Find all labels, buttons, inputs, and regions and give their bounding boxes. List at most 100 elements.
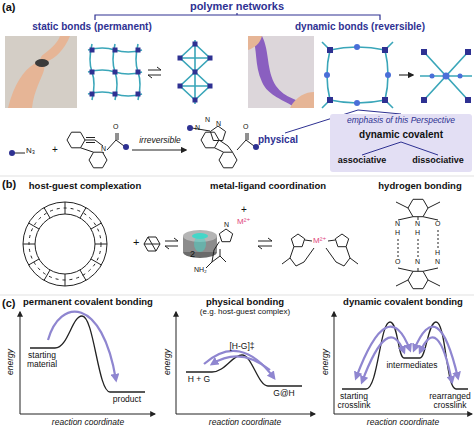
- level-label: G@H: [273, 389, 294, 398]
- cyclooctyne-structure-part: [116, 133, 118, 140]
- group-heading: polymer networks: [190, 0, 284, 12]
- histidine-ligand-part: [212, 242, 219, 262]
- crosslink-squares-part: [193, 98, 198, 103]
- dynamic-bond-dots-part: [324, 72, 330, 78]
- atom-label: N: [395, 220, 400, 228]
- reaction-arrow: [132, 149, 186, 150]
- crosslink-squares-part: [113, 70, 118, 75]
- rubber-photo: [5, 36, 77, 108]
- section-divider: [0, 176, 474, 295]
- cyclooctyne-structure-part: [123, 144, 129, 150]
- heading-bracket-part: [236, 13, 237, 15]
- axis-label: reaction coordinate: [209, 418, 281, 427]
- metal-complex: [282, 234, 358, 266]
- static-network-part: [136, 44, 140, 100]
- energy-profile-part: [342, 322, 468, 389]
- dynamic-bond-dots-part: [354, 100, 360, 106]
- base-pair: [396, 199, 440, 288]
- dynamic-network-part: [322, 42, 393, 108]
- atom-label: N: [435, 258, 440, 266]
- metal-complex-part: [282, 247, 304, 266]
- energy-axes-part: [176, 312, 315, 414]
- dynamic-bond-dots-part: [354, 44, 360, 50]
- triazole-product-part: [219, 152, 237, 168]
- plus-sign: +: [52, 144, 58, 155]
- cyclooctyne-structure-part: [89, 152, 107, 168]
- rearranged-network-part: [424, 76, 468, 100]
- atom-label: NH₂: [194, 266, 207, 274]
- atom-label: O: [113, 123, 118, 131]
- metal-complex-part: [335, 234, 348, 247]
- slime-photo-part: [248, 36, 262, 50]
- crosslink-squares-part: [208, 84, 213, 89]
- host-guest-complex: [183, 230, 217, 258]
- crosslink-squares-part: [90, 70, 95, 75]
- crosslink-squares-part: [193, 42, 198, 47]
- base-pair-part: [398, 217, 438, 220]
- atom-label: H: [395, 229, 400, 237]
- level-label: intermediates: [386, 361, 437, 370]
- static-network-part: [88, 70, 142, 74]
- plot-title: permanent covalent bonding: [23, 297, 153, 307]
- atom-label: N: [205, 116, 210, 124]
- heading-bracket: [95, 13, 380, 20]
- metal-complex-part: [304, 248, 336, 262]
- atom-label: N: [216, 120, 221, 128]
- triazole-product-part: [192, 128, 210, 131]
- interaction-title: host-guest complexation: [29, 181, 141, 191]
- plus-sign: +: [133, 236, 139, 248]
- static-network-part: [90, 44, 94, 100]
- crosslink-squares-part: [327, 97, 333, 103]
- histidine-ligand: [206, 229, 233, 268]
- triazole-product-part: [210, 126, 225, 141]
- panel-letter: (a): [2, 1, 15, 13]
- dynamic-bond-dots-part: [443, 73, 450, 80]
- transition-arrows-part: [362, 337, 404, 382]
- panel-letter: (b): [2, 178, 16, 190]
- axis-label: energy: [6, 349, 15, 375]
- crosslink-squares-part: [421, 49, 427, 55]
- cyclooctyne-structure-part: [81, 148, 94, 152]
- reaction-arrow-part: [132, 149, 186, 150]
- group-heading: dynamic bonds (reversible): [295, 21, 425, 32]
- plus-sign: +: [241, 204, 247, 215]
- rubber-photo-part: [35, 59, 49, 67]
- cucurbituril-ring: [23, 202, 107, 286]
- atom-label: N: [101, 145, 106, 153]
- crosslink-squares-part: [382, 47, 388, 53]
- equilibrium-arrows: [148, 67, 161, 78]
- static-network: [88, 44, 142, 100]
- equilibrium-arrows: [258, 238, 272, 249]
- reaction-arrow: [399, 74, 413, 75]
- dynamic-bond-dots-part: [458, 74, 463, 79]
- panel-letter: (c): [2, 297, 15, 309]
- crosslink-squares-part: [465, 97, 471, 103]
- stoichiometry: 2: [190, 250, 195, 260]
- reaction-label: irreversible: [139, 136, 181, 145]
- metal-ion: M²⁺: [237, 218, 251, 227]
- cucurbituril-ring-part: [23, 202, 107, 286]
- atom-label: N: [224, 221, 229, 229]
- axis-label: energy: [163, 349, 172, 375]
- slime-photo: [248, 36, 314, 108]
- metal-ion: M²⁺: [313, 237, 327, 246]
- reaction-arrow-part: [399, 74, 413, 75]
- section-divider-part: [0, 295, 474, 296]
- base-pair-part: [396, 202, 440, 286]
- section-divider-part: [0, 176, 474, 177]
- crosslink-squares-part: [178, 56, 183, 61]
- adamantane-guest-part: [144, 237, 160, 251]
- triazole-product-part: [187, 125, 193, 131]
- heading-bracket-part: [95, 15, 380, 20]
- cyclooctyne-structure-part: [86, 138, 95, 143]
- atom-label: H: [415, 229, 420, 237]
- crosslink-squares-part: [136, 48, 141, 53]
- axis-label: energy: [321, 349, 330, 375]
- stretched-network-part: [180, 40, 210, 104]
- crosslink-squares-part: [136, 70, 141, 75]
- crosslink-squares-part: [208, 56, 213, 61]
- level-label: rearranged crosslink: [427, 392, 473, 410]
- plot-title: physical bonding: [206, 297, 284, 307]
- rubber-photo-part: [8, 62, 44, 108]
